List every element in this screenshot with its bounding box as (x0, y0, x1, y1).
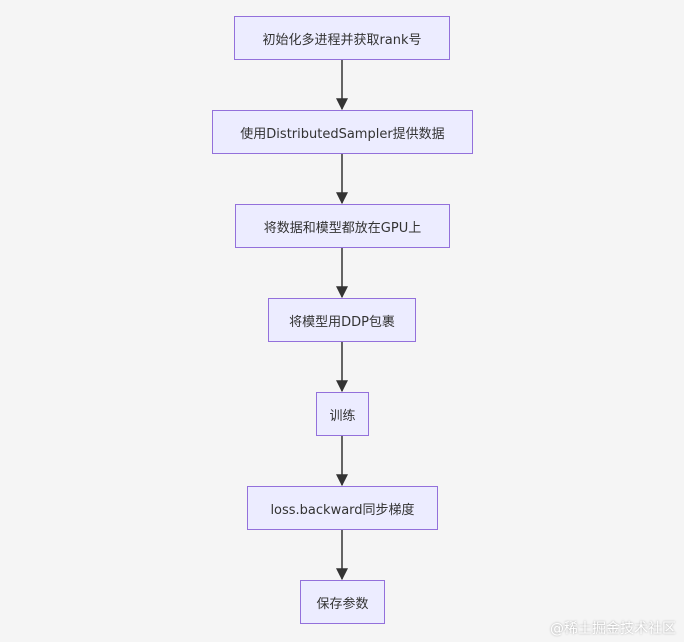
node-init-multiprocess: 初始化多进程并获取rank号 (234, 16, 450, 60)
node-wrap-ddp: 将模型用DDP包裹 (268, 298, 416, 342)
node-label: 训练 (329, 408, 356, 424)
node-loss-backward: loss.backward同步梯度 (247, 486, 438, 530)
node-label: loss.backward同步梯度 (270, 502, 415, 518)
node-label: 初始化多进程并获取rank号 (262, 32, 422, 48)
node-label: 使用DistributedSampler提供数据 (240, 126, 445, 142)
node-label: 将模型用DDP包裹 (289, 314, 395, 330)
node-distributed-sampler: 使用DistributedSampler提供数据 (212, 110, 473, 154)
node-move-to-gpu: 将数据和模型都放在GPU上 (235, 204, 450, 248)
node-save-params: 保存参数 (300, 580, 385, 624)
watermark: @稀土掘金技术社区 (550, 621, 676, 637)
node-train: 训练 (316, 392, 369, 436)
node-label: 将数据和模型都放在GPU上 (263, 220, 422, 236)
node-label: 保存参数 (316, 596, 369, 612)
